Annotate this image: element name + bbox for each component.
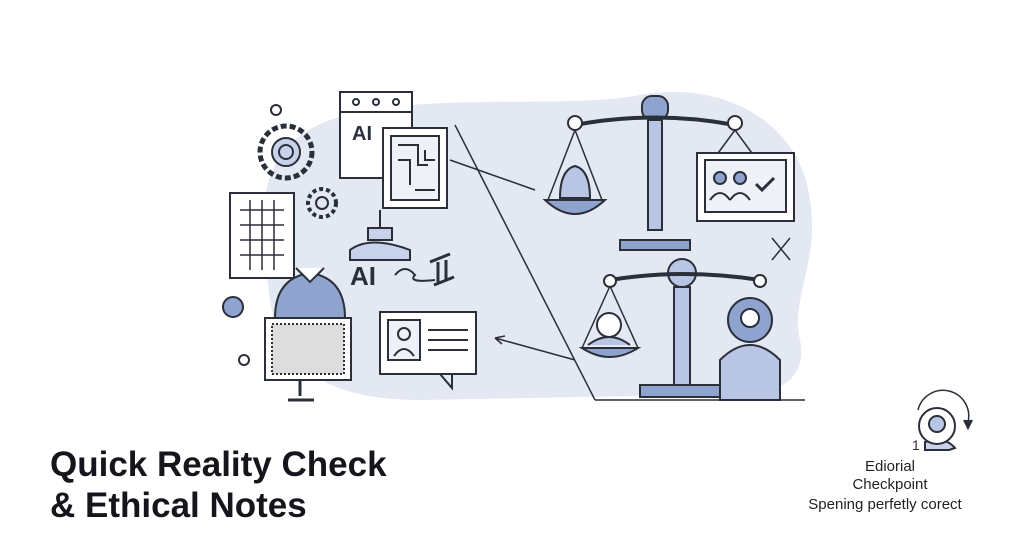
badge-line-1: Ediorial — [864, 458, 916, 475]
dot-icon — [270, 104, 282, 116]
svg-text:AI: AI — [352, 123, 372, 145]
badge-line-2: Checkpoint — [852, 476, 928, 493]
chip-dot-icon — [222, 296, 244, 318]
connector-icon: AI — [349, 210, 455, 291]
computer-monitor-icon — [264, 267, 352, 402]
small-gear-icon — [306, 187, 338, 219]
editor-avatar-icon — [917, 389, 973, 451]
x-mark-icon — [771, 237, 791, 261]
circuit-chip-icon — [382, 127, 448, 209]
gear-icon — [257, 123, 315, 181]
editorial-checkpoint-badge: Ediorial Checkpoint Spening perfetly cor… — [790, 403, 990, 514]
title-line-2: & Ethical Notes — [50, 486, 307, 525]
scales-of-justice-icon — [542, 95, 758, 251]
title-line-1: Quick Reality Check — [50, 445, 387, 484]
circuit-board-icon — [229, 192, 295, 279]
badge-caption: Spening perfetly corect — [808, 496, 962, 513]
page-title: Quick Reality Check & Ethical Notes — [50, 444, 387, 526]
counter-label: 1 — [912, 437, 920, 453]
profile-card-icon — [379, 311, 477, 391]
scales-with-people-icon — [578, 258, 805, 401]
svg-text:AI: AI — [350, 261, 376, 291]
dot-icon — [238, 354, 250, 366]
video-call-screen-icon — [696, 152, 795, 222]
